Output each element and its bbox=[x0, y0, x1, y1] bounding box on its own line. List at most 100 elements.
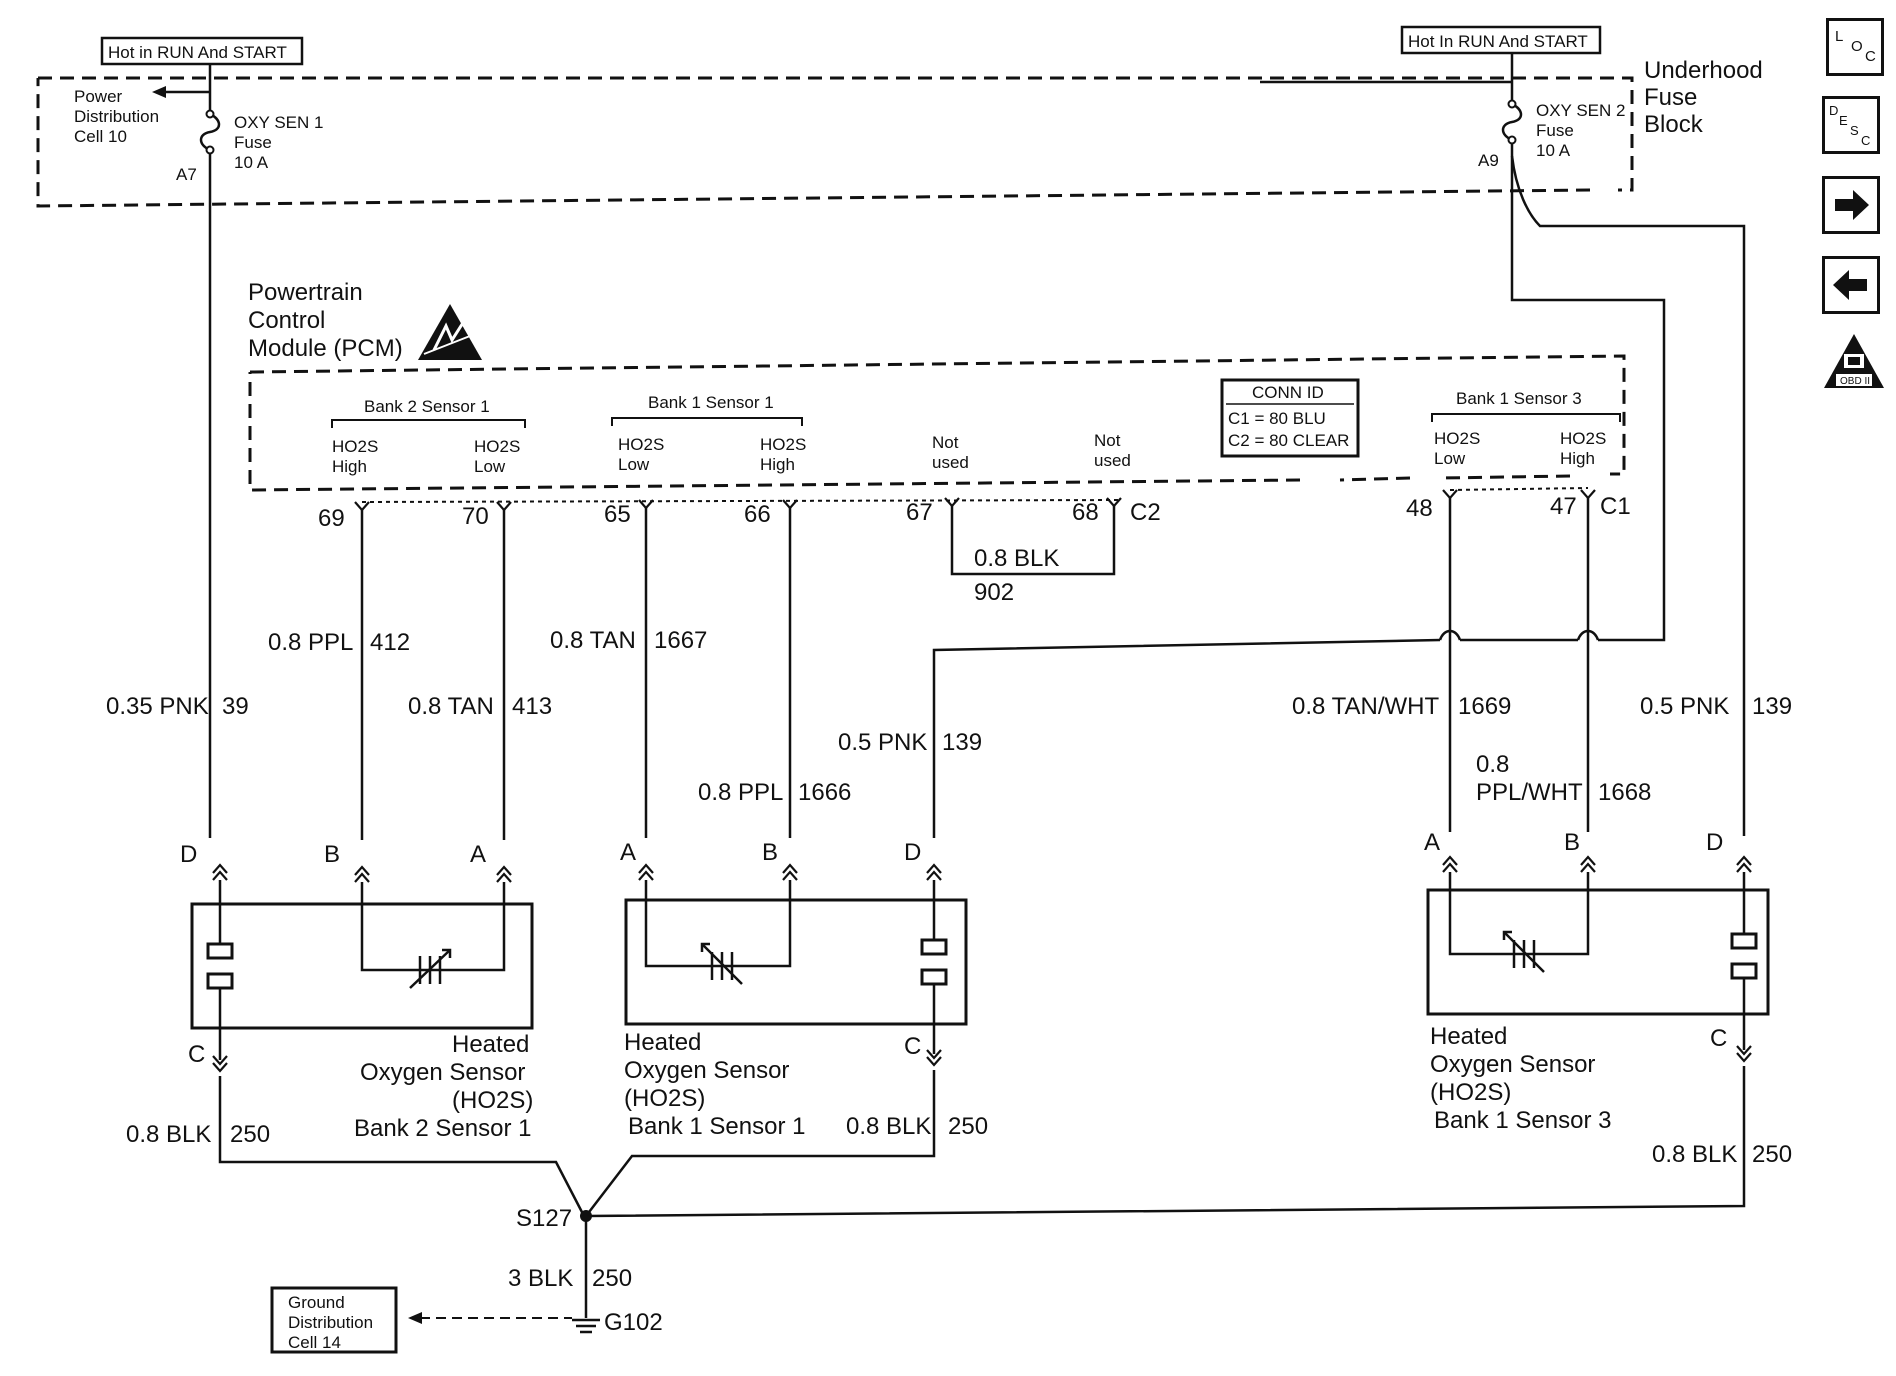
svg-text:HO2S: HO2S bbox=[474, 437, 520, 456]
svg-text:PPL/WHT: PPL/WHT bbox=[1476, 779, 1583, 806]
previous-page-button[interactable] bbox=[1822, 256, 1880, 314]
svg-text:A7: A7 bbox=[176, 165, 197, 184]
wire-1667: 0.8 TAN 1667 bbox=[550, 508, 707, 838]
svg-text:39: 39 bbox=[222, 693, 249, 720]
svg-text:10 A: 10 A bbox=[234, 153, 269, 172]
svg-text:D: D bbox=[1706, 829, 1723, 856]
wire-39-pnk-left: 0.35 PNK 39 bbox=[106, 170, 249, 838]
pcm-pin-names: HO2S High HO2S Low HO2S Low HO2S High No… bbox=[332, 429, 1606, 476]
svg-text:0.8 PPL: 0.8 PPL bbox=[698, 779, 783, 806]
svg-text:C: C bbox=[1710, 1025, 1727, 1052]
svg-text:A: A bbox=[1424, 829, 1440, 856]
svg-text:48: 48 bbox=[1406, 495, 1433, 522]
pcm-group-bank1-sensor1: Bank 1 Sensor 1 bbox=[611, 393, 803, 426]
power-distribution-link: Power Distribution Cell 10 bbox=[74, 64, 212, 146]
underhood-fuse-block-label: Underhood Fuse Block bbox=[1644, 57, 1763, 138]
svg-text:Bank 2 Sensor 1: Bank 2 Sensor 1 bbox=[364, 397, 490, 416]
sensor-bank2-sensor1: D B A C Heated Oxygen Sensor (HO2S) Bank… bbox=[180, 841, 534, 1142]
svg-text:Cell 14: Cell 14 bbox=[288, 1333, 341, 1352]
svg-text:Bank 1 Sensor 1: Bank 1 Sensor 1 bbox=[628, 1113, 805, 1140]
svg-text:Cell 10: Cell 10 bbox=[74, 127, 127, 146]
ground-distribution-ref: Ground Distribution Cell 14 bbox=[270, 1286, 572, 1354]
svg-text:0.5 PNK: 0.5 PNK bbox=[1640, 693, 1729, 720]
svg-text:HO2S: HO2S bbox=[618, 435, 664, 454]
sensor-bank1-sensor3: A B D C Heated Oxygen Sensor (HO2S) Bank… bbox=[1424, 829, 1770, 1134]
svg-text:B: B bbox=[1564, 829, 1580, 856]
pcm-group-bank1-sensor3: Bank 1 Sensor 3 bbox=[1431, 389, 1621, 422]
svg-text:Heated: Heated bbox=[624, 1029, 701, 1056]
pcm-pins: 69 70 65 66 67 68 C2 48 47 C1 bbox=[318, 488, 1631, 532]
svg-text:Low: Low bbox=[474, 457, 506, 476]
svg-text:0.5 PNK: 0.5 PNK bbox=[838, 729, 927, 756]
wire-1666: 0.8 PPL 1666 bbox=[698, 508, 851, 838]
svg-text:Bank 2 Sensor 1: Bank 2 Sensor 1 bbox=[354, 1115, 531, 1142]
svg-text:C: C bbox=[1865, 48, 1876, 65]
svg-text:Oxygen Sensor: Oxygen Sensor bbox=[624, 1057, 789, 1084]
svg-text:D: D bbox=[1829, 103, 1838, 118]
svg-text:A: A bbox=[620, 839, 636, 866]
sensor-bank1-sensor1: A B D C Heated Oxygen Sensor (HO2S) Bank… bbox=[620, 839, 968, 1140]
fuse-oxy-sen-2: OXY SEN 2 Fuse 10 A A9 bbox=[1260, 53, 1625, 170]
svg-text:Distribution: Distribution bbox=[74, 107, 159, 126]
svg-text:250: 250 bbox=[230, 1121, 270, 1148]
svg-text:413: 413 bbox=[512, 693, 552, 720]
pcm-group-bank2-sensor1: Bank 2 Sensor 1 bbox=[331, 397, 526, 428]
svg-text:used: used bbox=[1094, 451, 1131, 470]
svg-text:OBD II: OBD II bbox=[1840, 376, 1870, 387]
svg-text:0.8 PPL: 0.8 PPL bbox=[268, 629, 353, 656]
loc-icon: L O C bbox=[1835, 28, 1876, 65]
svg-text:Fuse: Fuse bbox=[234, 133, 272, 152]
svg-text:Not: Not bbox=[1094, 431, 1121, 450]
svg-text:High: High bbox=[1560, 449, 1595, 468]
svg-text:C1: C1 bbox=[1600, 493, 1631, 520]
svg-text:Bank 1 Sensor 3: Bank 1 Sensor 3 bbox=[1456, 389, 1582, 408]
svg-text:1667: 1667 bbox=[654, 627, 707, 654]
svg-text:D: D bbox=[904, 839, 921, 866]
svg-text:(HO2S): (HO2S) bbox=[1430, 1079, 1511, 1106]
ground-g102: G102 bbox=[572, 1309, 663, 1336]
svg-text:Not: Not bbox=[932, 433, 959, 452]
svg-text:Module (PCM): Module (PCM) bbox=[248, 335, 403, 362]
svg-text:139: 139 bbox=[942, 729, 982, 756]
hot-label-right: Hot In RUN And START bbox=[1400, 25, 1602, 55]
svg-text:1666: 1666 bbox=[798, 779, 851, 806]
svg-text:Powertrain: Powertrain bbox=[248, 279, 363, 306]
svg-text:C: C bbox=[904, 1033, 921, 1060]
svg-text:High: High bbox=[760, 455, 795, 474]
underhood-fuse-block bbox=[36, 76, 1634, 208]
svg-text:HO2S: HO2S bbox=[1560, 429, 1606, 448]
location-button[interactable]: L O C bbox=[1826, 18, 1884, 76]
svg-text:Distribution: Distribution bbox=[288, 1313, 373, 1332]
svg-text:Low: Low bbox=[1434, 449, 1466, 468]
svg-text:0.8 TAN/WHT: 0.8 TAN/WHT bbox=[1292, 693, 1439, 720]
svg-text:0.35 PNK: 0.35 PNK bbox=[106, 693, 209, 720]
svg-text:0.8 BLK: 0.8 BLK bbox=[974, 545, 1059, 572]
svg-text:Oxygen Sensor: Oxygen Sensor bbox=[1430, 1051, 1595, 1078]
svg-text:66: 66 bbox=[744, 501, 771, 528]
svg-text:(HO2S): (HO2S) bbox=[452, 1087, 533, 1114]
wire-413: 0.8 TAN 413 bbox=[408, 510, 552, 840]
arrow-left-icon bbox=[1833, 270, 1867, 300]
svg-text:250: 250 bbox=[592, 1265, 632, 1292]
hot-label-left: Hot in RUN And START bbox=[100, 36, 304, 66]
svg-text:E: E bbox=[1839, 113, 1848, 128]
wire-139-pnk-b1s1: 0.5 PNK 139 bbox=[838, 729, 982, 756]
svg-text:0.8 BLK: 0.8 BLK bbox=[846, 1113, 931, 1140]
svg-text:67: 67 bbox=[906, 499, 933, 526]
svg-text:S127: S127 bbox=[516, 1205, 572, 1232]
obd-ii-warning-icon: OBD II bbox=[1824, 334, 1884, 388]
wire-412: 0.8 PPL 412 bbox=[268, 510, 410, 840]
description-button[interactable]: D E S C bbox=[1822, 96, 1880, 154]
svg-text:3 BLK: 3 BLK bbox=[508, 1265, 573, 1292]
svg-text:65: 65 bbox=[604, 501, 631, 528]
obd-ii-button[interactable]: OBD II bbox=[1822, 332, 1886, 392]
svg-text:Power: Power bbox=[74, 87, 123, 106]
svg-text:0.8 TAN: 0.8 TAN bbox=[550, 627, 636, 654]
svg-text:OXY SEN 2: OXY SEN 2 bbox=[1536, 101, 1625, 120]
svg-text:68: 68 bbox=[1072, 499, 1099, 526]
svg-text:G102: G102 bbox=[604, 1309, 663, 1336]
wire-139-pnk-right: 0.5 PNK 139 bbox=[1640, 693, 1792, 720]
svg-text:High: High bbox=[332, 457, 367, 476]
next-page-button[interactable] bbox=[1822, 176, 1880, 234]
